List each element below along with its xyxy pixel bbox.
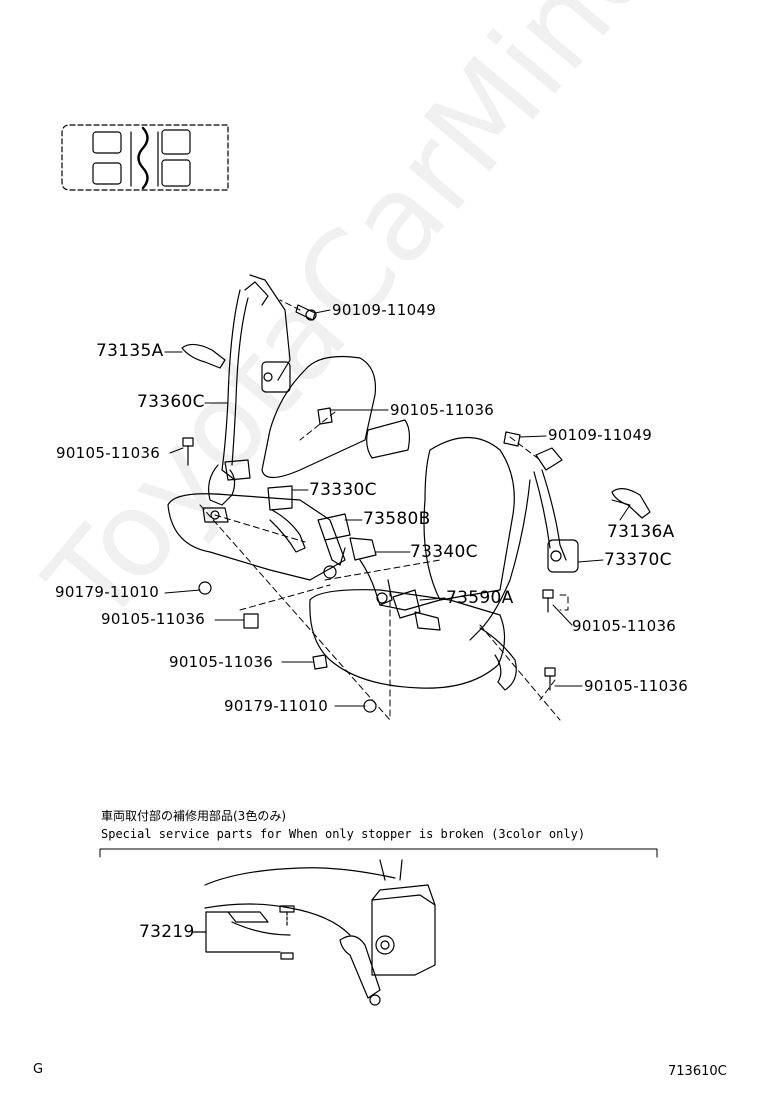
note-english: Special service parts for When only stop… [101, 827, 586, 841]
label-73135A: 73135A [96, 341, 164, 361]
center-buckles [267, 485, 393, 606]
left-belt-assembly [202, 274, 291, 523]
leader-lines [164, 309, 631, 707]
label-90105-mid: 90105-11036 [390, 401, 495, 419]
label-90179-a: 90179-11010 [55, 583, 160, 601]
label-73590A: 73590A [446, 588, 514, 608]
label-73219: 73219 [139, 922, 195, 942]
label-90105-b: 90105-11036 [101, 610, 206, 628]
seat-back [261, 355, 515, 611]
footer-left: G [33, 1062, 44, 1077]
label-90109-right: 90109-11049 [548, 426, 653, 444]
label-90105-c: 90105-11036 [169, 653, 274, 671]
right-belt-assembly [469, 447, 579, 691]
note-japanese: 車両取付部の補修用部品(3色のみ) [101, 809, 286, 823]
note-bracket [99, 848, 658, 858]
vehicle-layout-icon [61, 124, 229, 191]
mounting-lines [199, 299, 569, 721]
hook-73135A [181, 343, 226, 369]
label-73136A: 73136A [607, 522, 675, 542]
buckle-73590A [392, 589, 441, 631]
seat-cushion [167, 493, 506, 689]
bolts [182, 304, 556, 713]
label-73330C: 73330C [309, 480, 377, 500]
footer-right: 713610C [668, 1064, 727, 1079]
stopper-detail [192, 859, 436, 1006]
label-73360C: 73360C [137, 392, 205, 412]
label-90105-left: 90105-11036 [56, 444, 161, 462]
label-90109-top: 90109-11049 [332, 301, 437, 319]
label-90105-right1: 90105-11036 [572, 617, 677, 635]
label-90179-b: 90179-11010 [224, 697, 329, 715]
label-73580B: 73580B [363, 509, 431, 529]
label-73370C: 73370C [604, 550, 672, 570]
label-73340C: 73340C [410, 542, 478, 562]
label-90105-right2: 90105-11036 [584, 677, 689, 695]
hook-73136A [611, 488, 651, 519]
